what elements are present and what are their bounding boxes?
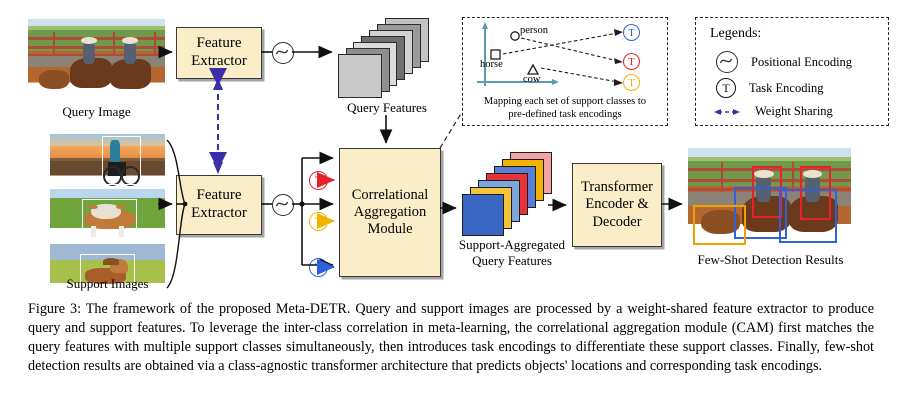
legend-item-weight-sharing: Weight Sharing: [714, 104, 833, 119]
support-image-cow: [50, 189, 165, 241]
cam-line1: Correlational: [351, 186, 429, 203]
query-image-label: Query Image: [62, 104, 131, 119]
mapping-task-encoding-blue: T: [623, 24, 640, 41]
cam-line2: Aggregation: [353, 203, 427, 220]
support-aggregated-label-2: Query Features: [472, 253, 552, 268]
legend-item-task-encoding: T Task Encoding: [716, 78, 823, 98]
support-aggregated-features-stack: [462, 152, 560, 236]
mapping-class-person: person: [520, 25, 548, 36]
positional-encoding-icon: [716, 51, 738, 73]
support-image-cyclist: [50, 134, 165, 186]
mapping-caption-line2: pre-defined task encodings: [508, 109, 622, 120]
detection-results-label: Few-Shot Detection Results: [697, 252, 844, 267]
connector-wires: [158, 45, 683, 289]
support-aggregated-label-1: Support-Aggregated: [458, 237, 566, 252]
bbox-red-person-2: [800, 166, 831, 220]
fe-query-line1: Feature: [196, 35, 242, 52]
positional-encoding-icon-support: [272, 194, 294, 216]
figure-diagram: Query Image Support Images Feature Extra…: [28, 17, 889, 296]
mapping-class-horse: horse: [480, 59, 503, 70]
fe-support-line1: Feature: [196, 187, 242, 204]
support-image-horse: [50, 244, 165, 296]
figure-caption: Figure 3: The framework of the proposed …: [28, 301, 874, 374]
transformer-line2: Encoder &: [585, 196, 649, 213]
legend-label-task-encoding: Task Encoding: [749, 80, 824, 95]
query-features-stack: [338, 18, 436, 98]
legend-label-weight-sharing: Weight Sharing: [755, 104, 833, 118]
transformer-line3: Decoder: [592, 213, 642, 230]
legend-item-positional-encoding: Positional Encoding: [716, 51, 852, 73]
fe-support-line2: Extractor: [191, 205, 247, 221]
bbox-blue-horse-1: [733, 187, 787, 239]
feature-extractor-support-box[interactable]: Feature Extractor: [176, 175, 262, 235]
bbox-orange-cow: [692, 205, 746, 245]
mapping-caption-line1: Mapping each set of support classes to: [483, 96, 647, 107]
correlational-aggregation-module-box[interactable]: Correlational Aggregation Module: [339, 148, 441, 277]
task-encoding-icon: T: [716, 78, 736, 98]
legends-panel: Legends: Positional Encoding T Task Enco…: [695, 17, 889, 126]
mapping-class-cow: cow: [523, 74, 541, 85]
transformer-encoder-decoder-box[interactable]: Transformer Encoder & Decoder: [572, 163, 662, 247]
fe-query-line2: Extractor: [191, 53, 247, 69]
detection-result-image: [688, 148, 851, 248]
mapping-task-encoding-yellow: T: [623, 74, 640, 91]
legend-label-positional-encoding: Positional Encoding: [751, 54, 853, 69]
mapping-panel: person horse cow T T T Mapping each set …: [462, 17, 668, 126]
legends-title: Legends:: [710, 26, 762, 41]
weight-sharing-icon: [714, 105, 740, 119]
cam-line3: Module: [367, 221, 413, 238]
mapping-task-encoding-red: T: [623, 53, 640, 70]
bbox-blue-horse-2: [779, 189, 838, 243]
transformer-line1: Transformer: [581, 179, 653, 196]
query-image-thumbnail: [28, 19, 165, 102]
positional-encoding-icon-query: [272, 42, 294, 64]
support-images-label: Support Images: [66, 276, 149, 291]
query-features-label: Query Features: [347, 100, 427, 115]
